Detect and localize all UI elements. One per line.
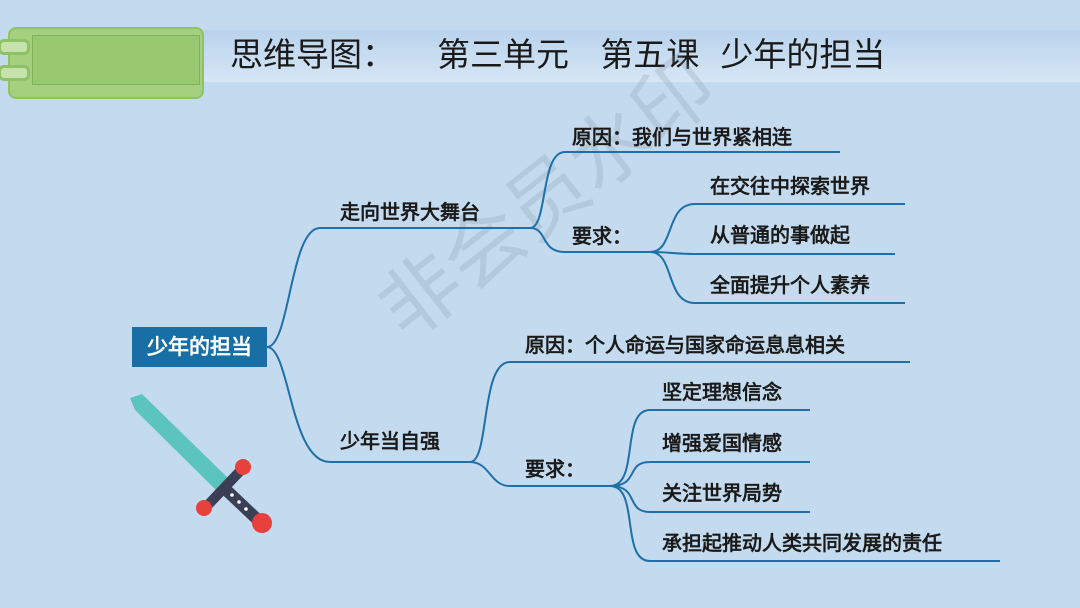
connector (609, 485, 1000, 562)
page-title: 思维导图： 第三单元 第五课 少年的担当 (230, 35, 886, 74)
connector (266, 346, 470, 463)
connector (649, 203, 905, 253)
header-bar (195, 30, 1080, 82)
branch-node: 走向世界大舞台 (340, 200, 480, 224)
connector (609, 485, 810, 513)
leaf-node: 承担起推动人类共同发展的责任 (662, 531, 942, 555)
connector (609, 409, 810, 487)
leaf-node: 全面提升个人素养 (710, 273, 870, 297)
binder-ring-icon (0, 65, 30, 81)
tag-label-area (32, 35, 200, 85)
connector (529, 227, 650, 253)
reason-node: 原因：个人命运与国家命运息息相关 (525, 333, 845, 357)
connector (649, 251, 905, 304)
connector (469, 461, 610, 487)
connector (469, 361, 910, 463)
leaf-node: 从普通的事做起 (710, 223, 850, 247)
reason-node: 原因：我们与世界紧相连 (572, 125, 792, 149)
connector (266, 227, 530, 348)
requirement-label: 要求： (525, 457, 585, 481)
connector (609, 461, 810, 487)
connector (529, 151, 840, 229)
leaf-node: 增强爱国情感 (662, 431, 782, 455)
binder-ring-icon (0, 39, 30, 55)
requirement-label: 要求： (572, 224, 632, 248)
textbook-tag (0, 27, 204, 99)
root-node: 少年的担当 (132, 327, 267, 367)
branch-node: 少年当自强 (340, 429, 440, 453)
leaf-node: 在交往中探索世界 (710, 174, 870, 198)
leaf-node: 坚定理想信念 (662, 380, 782, 404)
leaf-node: 关注世界局势 (662, 481, 782, 505)
